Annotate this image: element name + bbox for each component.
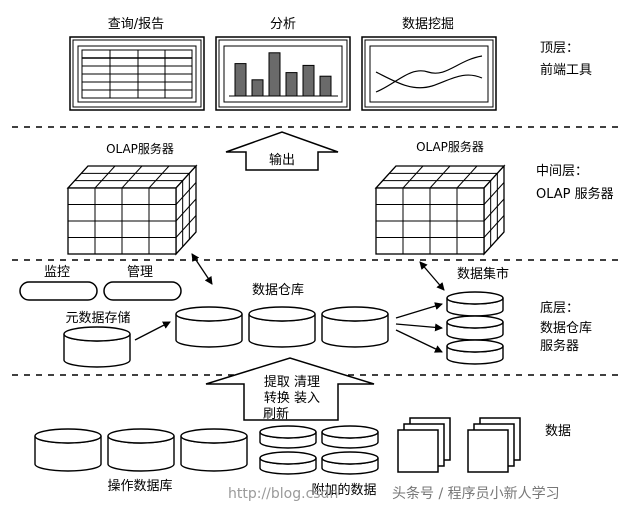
monitor-box: [19, 281, 98, 301]
datamart-cylinder-2: [446, 315, 504, 341]
warehouse-cylinder-1: [175, 306, 243, 348]
metadata-label: 元数据存储: [65, 311, 130, 326]
analysis-bar: [251, 79, 264, 97]
additional-data-label: 附加的数据: [311, 482, 376, 498]
datamart-label: 数据集市: [457, 266, 509, 282]
report-window: [69, 36, 205, 111]
manage-label: 管理: [127, 265, 153, 280]
additional-data-cylinder-3: [259, 451, 317, 475]
watermark-url: http://blog.csdn: [228, 486, 338, 502]
tier-bottom-line3: 服务器: [540, 338, 579, 354]
metadata-store-cylinder: [63, 326, 131, 368]
olap-server-right-label: OLAP服务器: [416, 139, 484, 154]
datamart-cylinder-3: [446, 339, 504, 365]
etl-line2: 转换 装入: [264, 391, 320, 406]
report-title: 查询/报告: [108, 17, 164, 32]
watermark-credit: 头条号 / 程序员小新人学习: [392, 485, 560, 502]
tier-top-line2: 前端工具: [540, 62, 592, 78]
warehouse-label: 数据仓库: [252, 282, 304, 298]
olap-server-left-label: OLAP服务器: [106, 141, 174, 156]
analysis-bar: [285, 72, 298, 97]
etl-line1: 提取 清理: [264, 374, 320, 390]
analysis-bar: [319, 75, 332, 97]
analysis-bar: [302, 64, 315, 97]
warehouse-to-datamart-arrow-2: [395, 323, 443, 332]
monitor-label: 监控: [44, 265, 70, 280]
operational-db-label: 操作数据库: [107, 478, 172, 494]
mining-title: 数据挖掘: [402, 17, 454, 32]
tier-top-line1: 顶层：: [540, 41, 579, 56]
analysis-window: [215, 36, 351, 111]
analysis-title: 分析: [270, 17, 296, 32]
mining-window: [361, 36, 497, 111]
datamart-cylinder-1: [446, 291, 504, 317]
warehouse-to-datamart-arrow-3: [395, 329, 443, 353]
metadata-to-warehouse-arrow: [134, 321, 171, 341]
mining-curve-1: [375, 55, 483, 93]
tier-middle-line2: OLAP 服务器: [536, 186, 614, 202]
mining-curve-2: [375, 71, 483, 89]
additional-data-cylinder-2: [321, 425, 379, 449]
warehouse-cylinder-2: [248, 306, 316, 348]
olap-cube-right: [374, 164, 506, 256]
olap-left-warehouse-link: [191, 253, 213, 285]
additional-data-cylinder-4: [321, 451, 379, 475]
document-stack-right: [467, 417, 521, 473]
document-stack-left: [397, 417, 451, 473]
operational-db-cylinder-1: [34, 428, 102, 472]
olap-right-datamart-link: [419, 261, 445, 291]
operational-db-cylinder-2: [107, 428, 175, 472]
analysis-bar: [234, 63, 247, 97]
analysis-bar: [268, 52, 281, 97]
operational-db-cylinder-3: [180, 428, 248, 472]
warehouse-cylinder-3: [321, 306, 389, 348]
data-label: 数据: [545, 424, 571, 439]
warehouse-to-datamart-arrow-1: [395, 302, 443, 319]
olap-cube-left: [66, 164, 198, 256]
tier-bottom-line2: 数据仓库: [540, 320, 592, 336]
output-up-arrow: [225, 131, 339, 171]
manage-box: [103, 281, 182, 301]
tier-middle-line1: 中间层：: [536, 164, 588, 179]
etl-line3: 刷新: [263, 406, 289, 422]
tier-bottom-line1: 底层：: [540, 300, 579, 316]
etl-up-arrow: [205, 357, 375, 421]
output-label: 输出: [269, 152, 295, 168]
additional-data-cylinder-1: [259, 425, 317, 449]
